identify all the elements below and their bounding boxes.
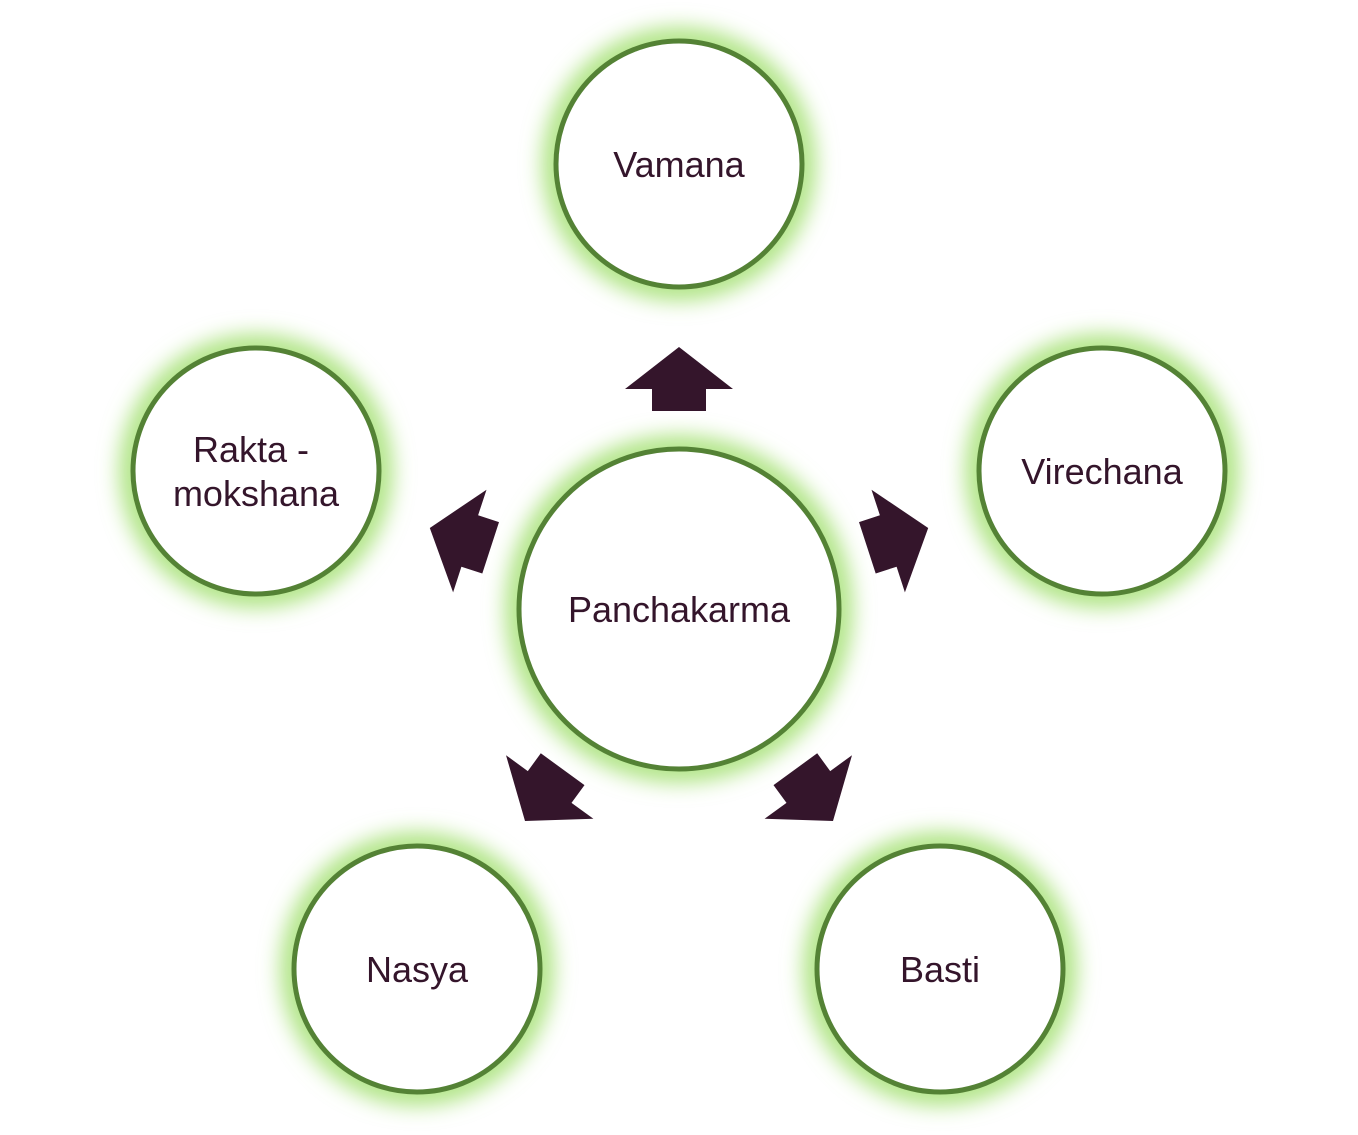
arrows	[429, 347, 929, 821]
arrow-to-raktamokshana	[429, 489, 499, 593]
node-basti-ring	[814, 843, 1066, 1095]
node-nasya-label: Nasya	[366, 949, 469, 990]
node-basti-label: Basti	[900, 949, 980, 990]
arrow-to-basti	[764, 753, 852, 821]
node-vamana-ring	[553, 38, 805, 290]
arrow-to-nasya	[506, 753, 594, 821]
node-raktamokshana-ring	[130, 345, 382, 597]
node-nasya-ring	[291, 843, 543, 1095]
node-raktamokshana-label: Rakta - mokshana	[173, 429, 340, 514]
node-raktamokshana-label-line-2: mokshana	[173, 473, 340, 514]
node-basti: Basti	[804, 833, 1076, 1105]
node-raktamokshana: Rakta - mokshana	[120, 335, 392, 607]
node-virechana: Virechana	[966, 335, 1238, 607]
arrow-to-vamana	[625, 347, 733, 411]
node-virechana-ring	[976, 345, 1228, 597]
node-vamana-label: Vamana	[613, 144, 745, 185]
arrow-to-virechana	[859, 489, 929, 593]
node-nasya: Nasya	[281, 833, 553, 1105]
center-node-label: Panchakarma	[568, 589, 791, 630]
node-vamana: Vamana	[543, 28, 815, 300]
center-node: Panchakarma	[506, 436, 852, 782]
node-virechana-label: Virechana	[1021, 451, 1183, 492]
center-node-ring	[516, 446, 842, 772]
node-raktamokshana-label-line-1: Rakta -	[193, 429, 309, 470]
